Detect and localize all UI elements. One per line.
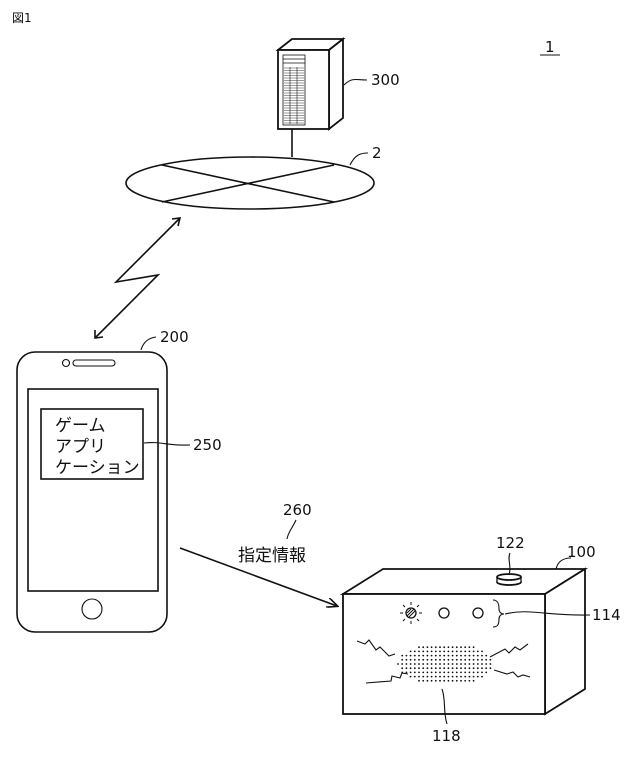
system-reference: 1 [540,38,560,56]
server-leader-line [343,78,368,86]
button-ref-label: 122 [496,534,525,552]
led-icon [438,607,450,619]
figure-title: 図1 [12,11,32,25]
phone-screen [27,388,159,592]
network-ref-label: 2 [372,144,382,162]
transmission-label: 指定情報 [238,546,306,566]
lights-leader-line [504,611,591,616]
transmission-ref-label: 260 [283,501,312,519]
button-leader-line [508,552,511,576]
system-ref-label: 1 [545,38,555,56]
phone-leader-line [140,336,157,351]
camera-icon [61,358,71,368]
toy-device [339,567,591,716]
lights-ref-label: 114 [592,606,621,624]
led-icon [472,607,484,619]
home-button-icon [81,598,103,620]
network-leader-line [349,152,369,166]
transmission-arrow [179,547,337,606]
phone-ref-label: 200 [160,328,189,346]
app-ref-label: 250 [193,436,222,454]
sound-wave-icon [356,639,531,684]
app-line-2: アプリ [55,437,106,457]
app-leader-line [143,442,191,446]
speaker-slot-icon [72,359,116,367]
transmission-leader-line [286,519,297,540]
server-icon [275,37,346,157]
device-leader-line [555,557,572,570]
app-line-1: ゲーム [55,416,106,436]
top-button-icon [496,573,522,586]
speaker-leader-line [441,688,448,725]
server-ref-label: 300 [371,71,400,89]
speaker-ref-label: 118 [432,727,461,745]
wireless-link-icon [94,217,182,339]
speaker-grille-icon [397,646,492,682]
device-ref-label: 100 [567,543,596,561]
network-icon [125,156,375,210]
game-application-box: ゲーム アプリ ケーション [40,408,144,480]
smartphone [16,351,168,633]
indicator-lights [400,599,505,628]
app-line-3: ケーション [55,458,140,478]
lit-led-icon [400,602,422,624]
